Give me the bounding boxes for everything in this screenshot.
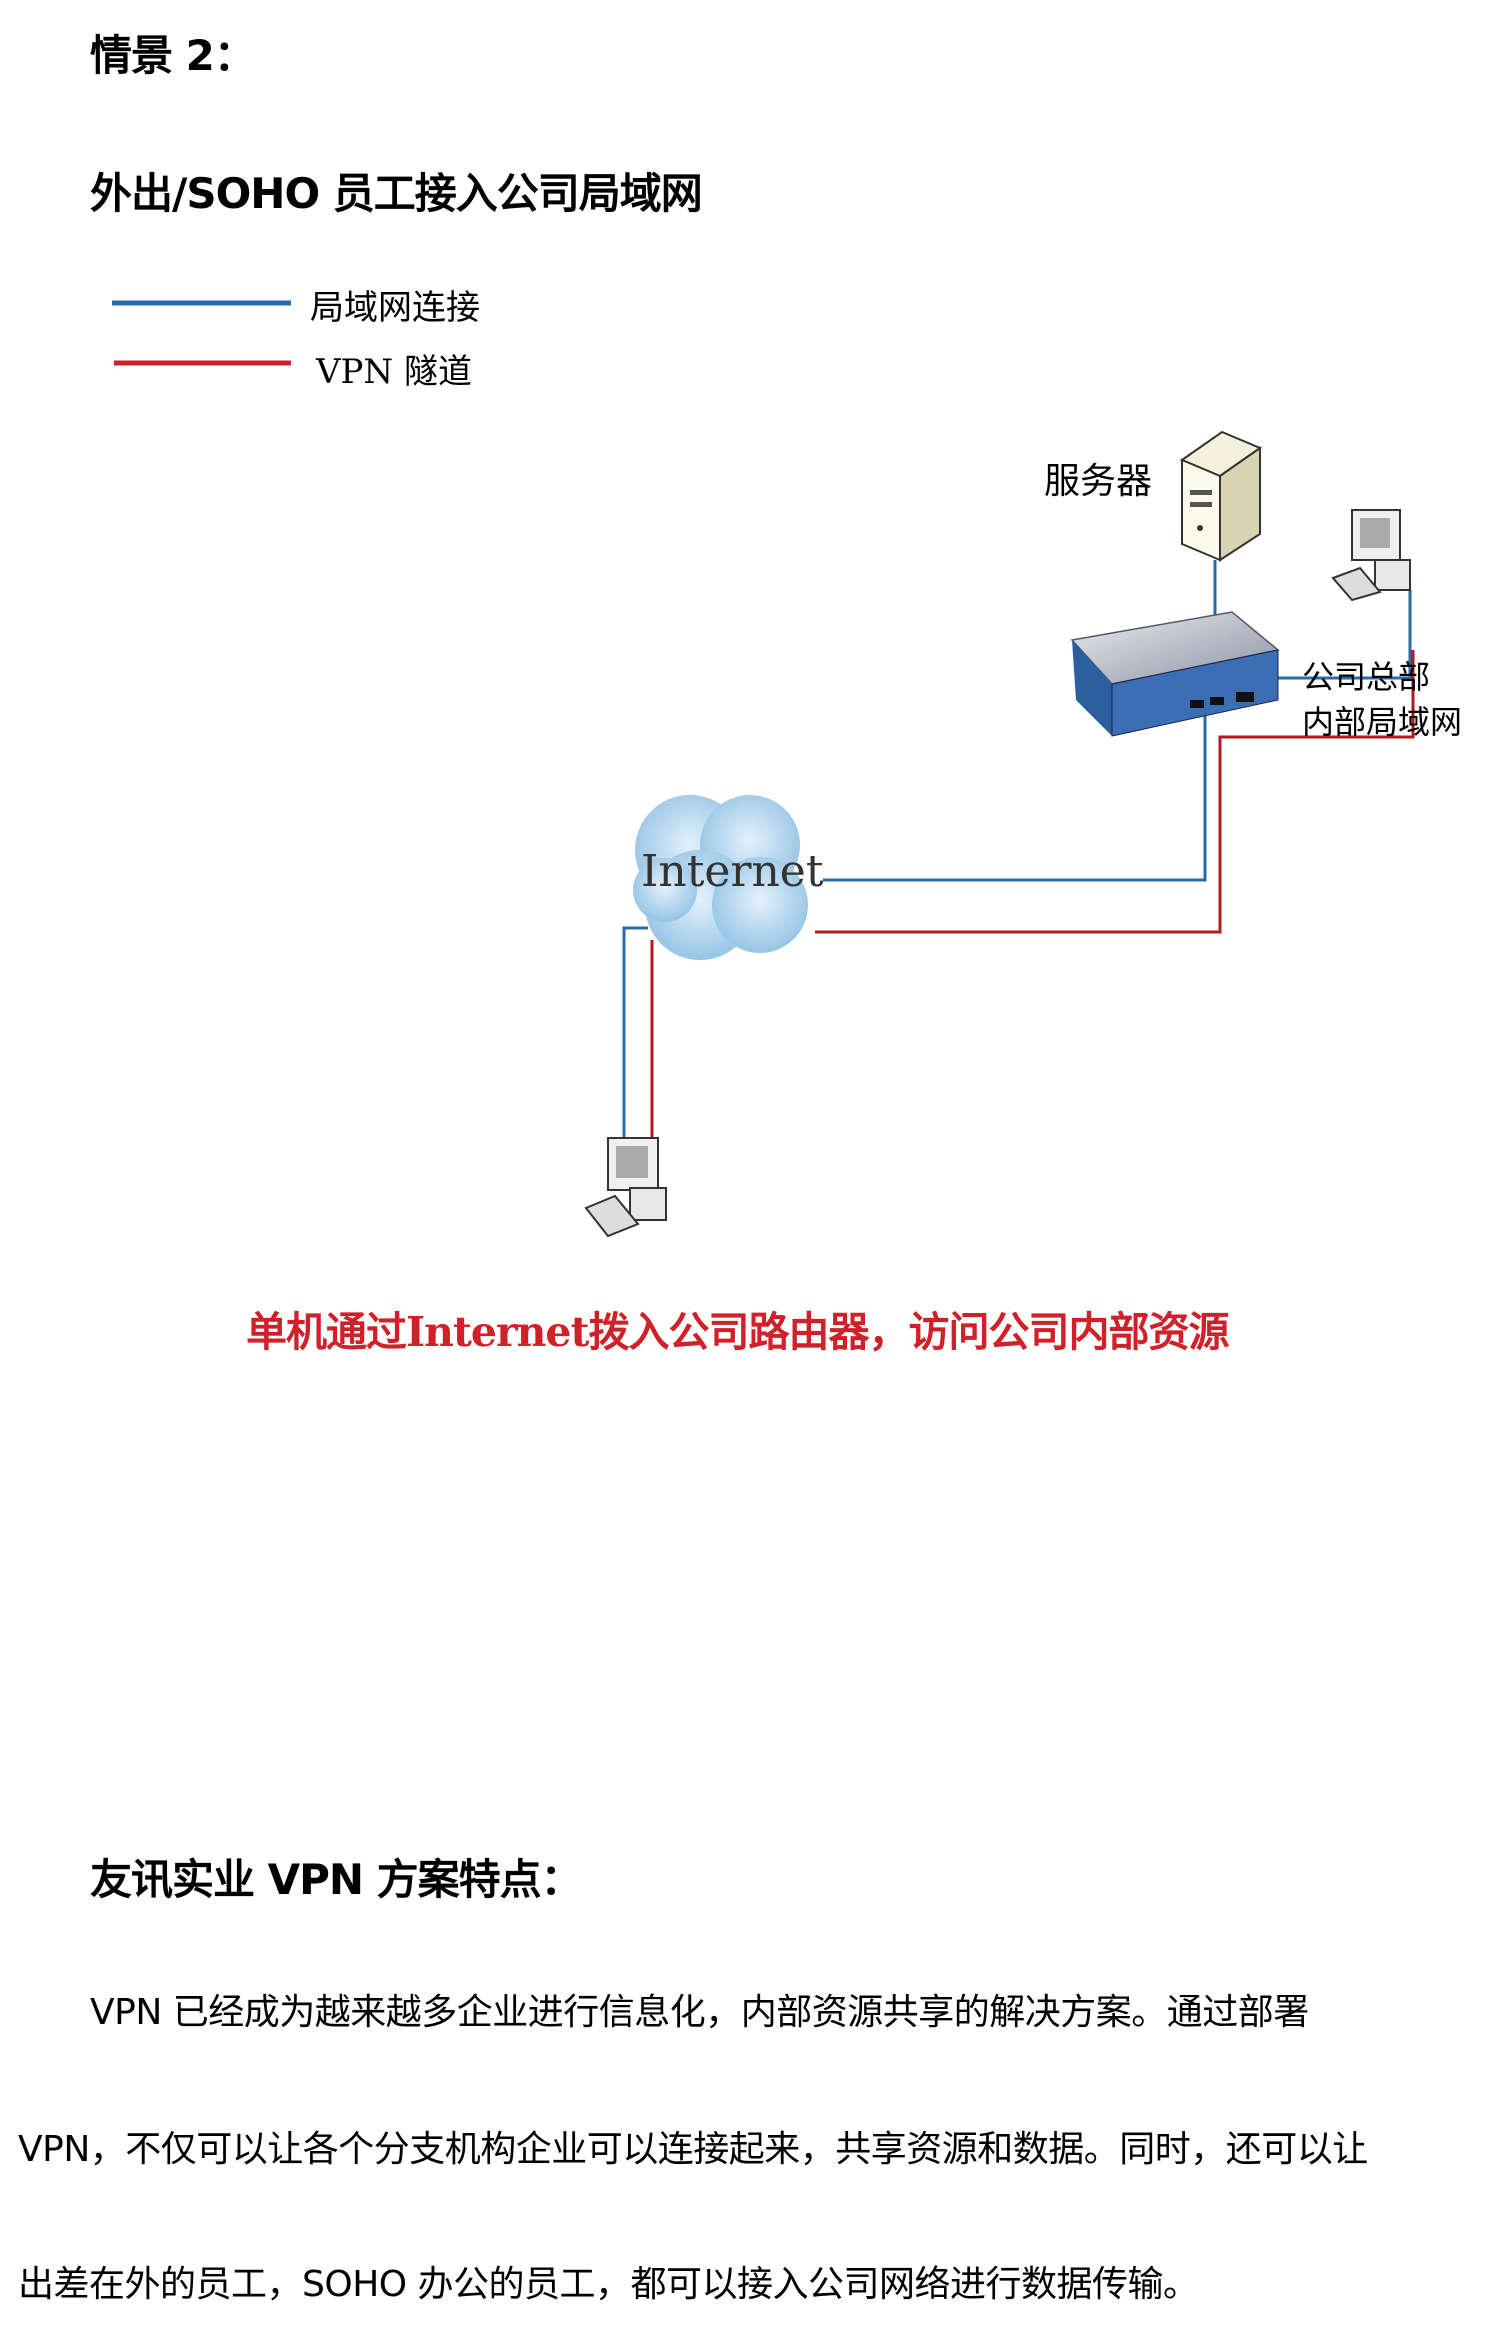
cloud-label: Internet	[641, 846, 824, 897]
router-icon	[1070, 611, 1280, 737]
hq-label-line1: 公司总部	[1302, 658, 1431, 696]
scenario-title: 情景 2：	[90, 31, 256, 80]
hq-label-line2: 内部局域网	[1302, 703, 1463, 741]
diagram-caption: 单机通过Internet拨入公司路由器，访问公司内部资源	[246, 1308, 1229, 1356]
remote-computer-icon	[584, 1137, 667, 1238]
scenario-subtitle: 外出/SOHO 员工接入公司局域网	[90, 169, 703, 218]
server-icon	[1179, 430, 1263, 562]
vpn-links	[650, 650, 1415, 1140]
features-heading: 友讯实业 VPN 方案特点：	[90, 1855, 583, 1904]
features-line-1: VPN 已经成为越来越多企业进行信息化，内部资源共享的解决方案。通过部署	[90, 1992, 1309, 2033]
features-line-2: VPN，不仅可以让各个分支机构企业可以连接起来，共享资源和数据。同时，还可以让	[18, 2129, 1368, 2170]
network-diagram	[112, 300, 1415, 1238]
legend-vpn-label: VPN 隧道	[316, 352, 472, 392]
features-line-3: 出差在外的员工，SOHO 办公的员工，都可以接入公司网络进行数据传输。	[18, 2264, 1199, 2305]
legend-lan-label: 局域网连接	[310, 288, 480, 328]
internet-cloud-icon	[633, 795, 808, 960]
hq-computer-icon	[1331, 509, 1411, 602]
server-label: 服务器	[1044, 461, 1153, 502]
